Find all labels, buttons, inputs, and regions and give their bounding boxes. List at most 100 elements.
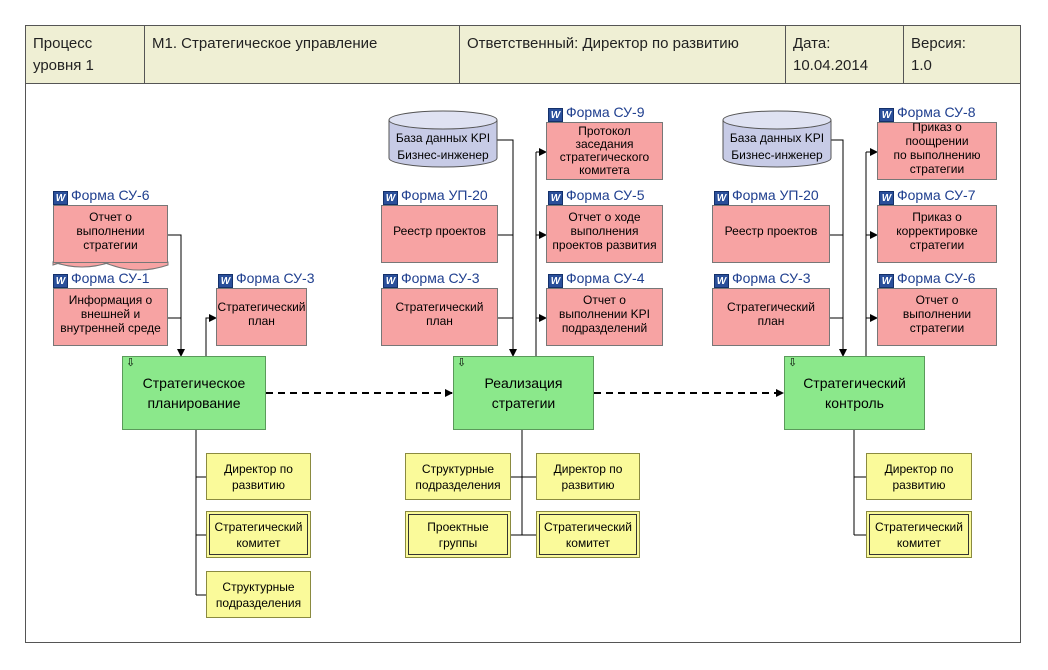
process-line: Стратегический xyxy=(803,375,906,391)
role-line: комитет xyxy=(896,535,942,550)
document-su6-right[interactable]: Отчет о выполнении стратегии xyxy=(877,288,997,346)
form-label-text: Форма СУ-3 xyxy=(732,270,811,286)
header-owner-cell: Ответственный: Директор по развитию xyxy=(459,25,786,84)
database-right-line1: База данных KPI xyxy=(729,131,825,145)
document-su5[interactable]: Отчет о ходе выполнения проектов развити… xyxy=(546,205,663,263)
word-document-icon: W xyxy=(383,191,398,205)
role-line: Структурные xyxy=(421,461,495,476)
word-document-icon: W xyxy=(218,274,233,288)
document-su7[interactable]: Приказ о корректировке стратегии xyxy=(877,205,997,263)
role-line: подразделения xyxy=(415,477,501,492)
role-line: Проектные xyxy=(427,519,489,534)
word-document-icon: W xyxy=(714,191,729,205)
document-su3-mid[interactable]: Стратегический план xyxy=(381,288,498,346)
role-line: развитию xyxy=(561,477,615,492)
word-document-icon: W xyxy=(53,274,68,288)
doc-line: стратегического xyxy=(559,150,650,164)
doc-line: Приказ о xyxy=(912,210,962,224)
form-label-text: Форма УП-20 xyxy=(401,187,488,203)
process-line: Стратегическое xyxy=(142,375,246,391)
word-document-icon: W xyxy=(53,191,68,205)
role-line: Директор по xyxy=(224,461,293,476)
role-line: подразделения xyxy=(215,595,302,610)
doc-line: Приказ о поощрении xyxy=(905,122,969,148)
database-icon-mid xyxy=(388,110,498,168)
doc-line: Отчет о xyxy=(89,210,132,224)
process-line: стратегии xyxy=(491,395,556,411)
connector-planning-to-su3 xyxy=(205,314,217,356)
doc-line: стратегии xyxy=(83,238,138,252)
doc-line: выполнения xyxy=(570,224,639,238)
doc-line: Реестр проектов xyxy=(393,224,486,238)
form-label-text: Форма СУ-7 xyxy=(897,187,976,203)
word-document-icon: W xyxy=(879,191,894,205)
connector-su6-to-planning xyxy=(168,234,185,357)
word-document-icon: W xyxy=(879,274,894,288)
connector-control-roles xyxy=(853,430,866,536)
doc-line: Информация о xyxy=(68,293,153,307)
database-mid-line1: База данных KPI xyxy=(395,131,491,145)
connector-db-to-control xyxy=(830,139,847,357)
doc-line: проектов развития xyxy=(552,238,657,252)
doc-line: выполнении KPI xyxy=(559,307,650,321)
word-document-icon: W xyxy=(714,274,729,288)
doc-line: Отчет о xyxy=(583,293,626,307)
process-line: контроль xyxy=(825,395,884,411)
document-su1[interactable]: Информация о внешней и внутренней среде xyxy=(53,288,168,346)
form-label-text: Форма СУ-8 xyxy=(897,104,976,120)
document-up20-mid[interactable]: Реестр проектов xyxy=(381,205,498,263)
doc-line: стратегии xyxy=(909,162,965,176)
role-line: Структурные xyxy=(222,579,295,594)
form-label-text: Форма СУ-3 xyxy=(236,270,315,286)
document-su6-left[interactable]: Отчет о выполнении стратегии xyxy=(53,205,168,263)
start-arrow-icon: ⇩ xyxy=(457,357,467,369)
connector-realization-roles xyxy=(511,430,536,536)
doc-line: план xyxy=(426,314,453,328)
header-process-name: М1. Стратегическое управление xyxy=(152,35,378,52)
form-label-text: Форма УП-20 xyxy=(732,187,819,203)
doc-line: стратегии xyxy=(909,238,965,252)
word-document-icon: W xyxy=(383,274,398,288)
doc-line: подразделений xyxy=(561,321,648,335)
document-su3-left[interactable]: Стратегический план xyxy=(216,288,307,346)
process-line: Реализация xyxy=(484,375,563,391)
document-su4[interactable]: Отчет о выполнении KPI подразделений xyxy=(546,288,663,346)
database-right-label: База данных KPI Бизнес-инженер xyxy=(722,130,832,164)
process-line: планирование xyxy=(147,395,241,411)
doc-line: заседания xyxy=(575,137,634,151)
doc-line: корректировке xyxy=(896,224,978,238)
document-su8[interactable]: Приказ о поощрении по выполнению стратег… xyxy=(877,122,997,180)
process-realization[interactable]: ⇩ Реализация стратегии xyxy=(453,356,594,430)
document-up20-right[interactable]: Реестр проектов xyxy=(712,205,830,263)
doc-line: выполнении xyxy=(76,224,145,238)
document-su3-right[interactable]: Стратегический план xyxy=(712,288,830,346)
doc-line: внешней и xyxy=(80,307,141,321)
document-su9[interactable]: Протокол заседания стратегического комит… xyxy=(546,122,663,180)
doc-line: Стратегический xyxy=(727,300,815,314)
header-date-label: Дата: xyxy=(793,35,831,52)
